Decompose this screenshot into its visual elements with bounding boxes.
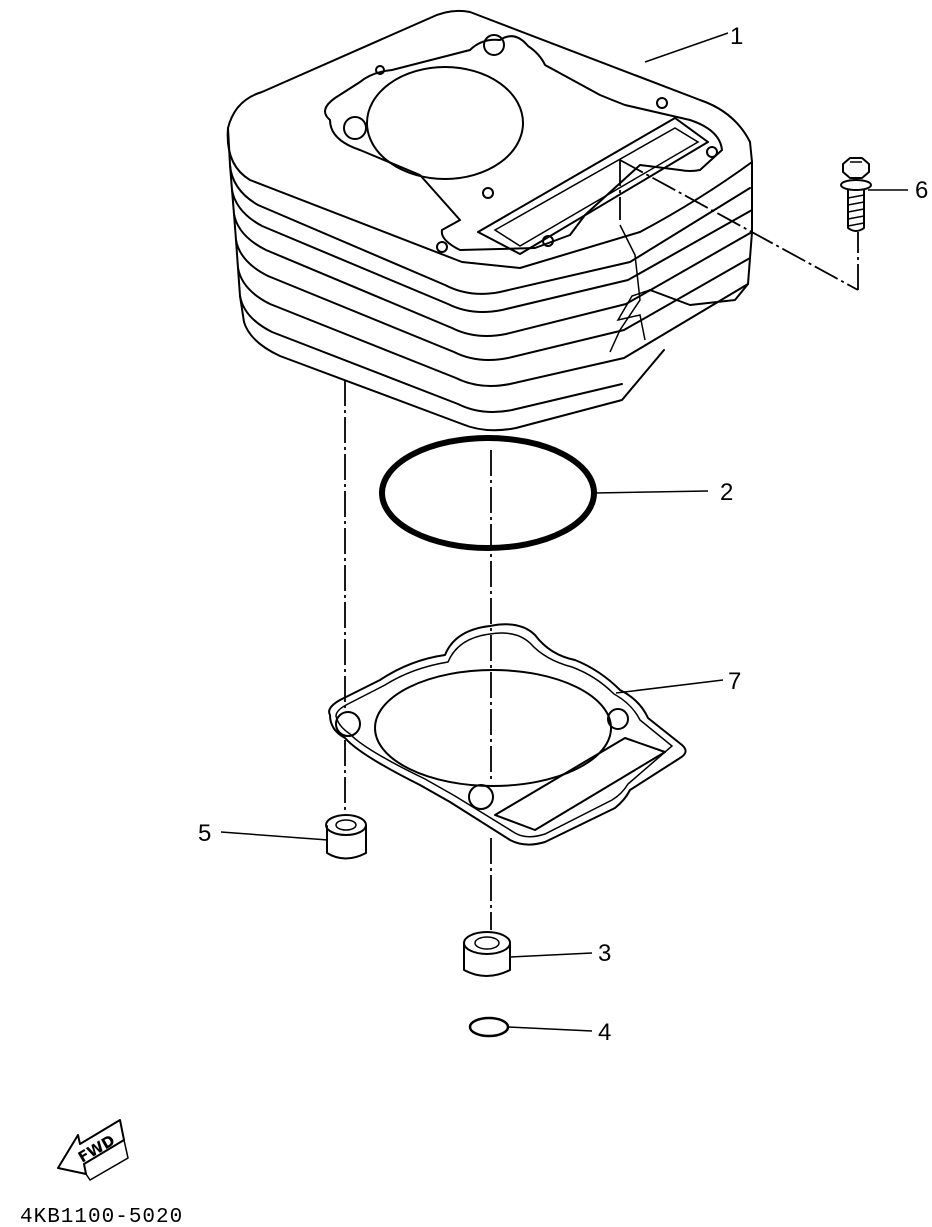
fwd-label: FWD [75,1131,118,1166]
bolt-part [840,157,872,232]
fwd-arrow-icon: FWD [57,1119,129,1182]
dowel-pin-left-part [325,814,367,860]
cylinder-gasket-part [328,623,687,846]
leader-lines [220,32,908,1032]
callouts: 1 2 3 4 5 6 7 [198,23,928,1046]
large-o-ring-part [379,435,597,551]
callout-1: 1 [730,23,743,50]
small-o-ring-part [468,1016,510,1038]
callout-6: 6 [915,177,928,204]
dowel-pin-right-part [463,931,511,977]
callout-3: 3 [598,940,611,967]
callout-7: 7 [728,668,741,695]
assembly-lines [344,159,859,930]
cylinder-part [226,9,753,432]
diagram-code: 4KB1100-5020 [20,1206,183,1227]
callout-4: 4 [598,1019,611,1046]
callout-2: 2 [720,479,733,506]
callout-5: 5 [198,820,211,847]
